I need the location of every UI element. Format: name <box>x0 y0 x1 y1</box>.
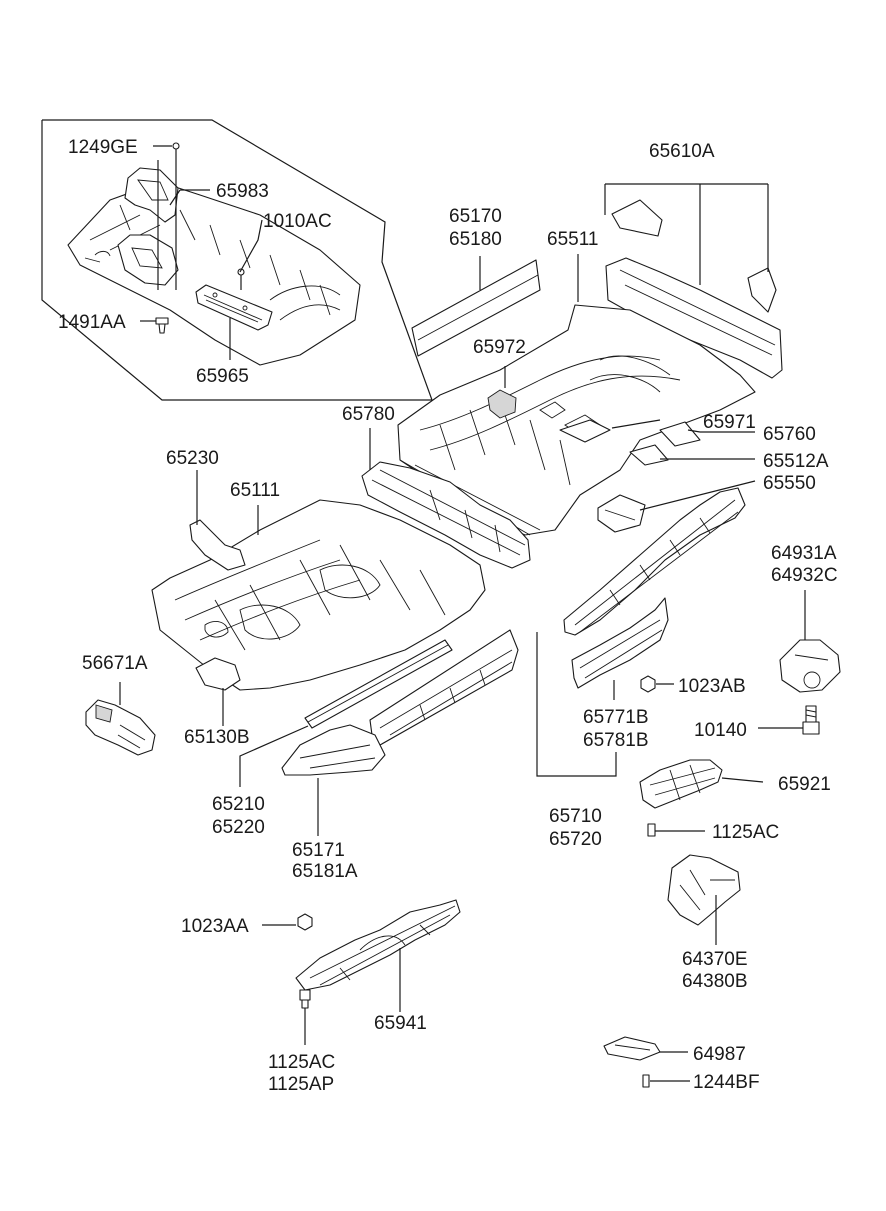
label-65780: 65780 <box>342 404 395 425</box>
bolt-1125AC-bottom-part <box>299 989 311 1009</box>
label-10140: 10140 <box>694 720 747 741</box>
plate-64987-part <box>603 1036 661 1061</box>
bracket-64370E-part <box>667 854 741 926</box>
nut-1023AA-part <box>297 913 313 931</box>
side-sill-65210-part <box>304 639 453 729</box>
label-65771B: 65771B <box>583 707 649 728</box>
member-65771B-part <box>571 597 669 689</box>
plate-65170-part <box>411 259 541 357</box>
label-65181A: 65181A <box>292 861 358 882</box>
bolt-1491AA-part <box>155 317 169 334</box>
label-65965: 65965 <box>196 366 249 387</box>
label-65760: 65760 <box>763 424 816 445</box>
label-65130B: 65130B <box>184 727 250 748</box>
label-65511: 65511 <box>547 229 598 250</box>
label-1491AA: 1491AA <box>58 312 126 333</box>
rear-floor-65511-part <box>397 304 756 536</box>
reinforcement-65130B-part <box>195 657 241 691</box>
member-65550-part <box>597 494 646 533</box>
label-1125AC-bottom: 1125AC <box>268 1052 335 1073</box>
support-65230-part <box>189 519 246 571</box>
bracket-65971-part <box>559 419 611 443</box>
label-65220: 65220 <box>212 817 265 838</box>
label-65171: 65171 <box>292 840 345 861</box>
member-65941-part <box>295 899 461 991</box>
label-1125AP: 1125AP <box>268 1074 334 1095</box>
label-65781B: 65781B <box>583 730 649 751</box>
label-64370E: 64370E <box>682 949 748 970</box>
bracket-64931A-part <box>779 639 841 693</box>
bolt-1244BF-part <box>642 1074 650 1088</box>
floor-panel-65171-part <box>281 724 386 776</box>
bolt-1125AC-right-part <box>647 823 656 837</box>
label-1023AB: 1023AB <box>678 676 746 697</box>
label-56671A: 56671A <box>82 653 148 674</box>
part-labels: 1249GE 65983 1010AC 1491AA 65965 65170 6… <box>58 137 838 1095</box>
label-1249GE: 1249GE <box>68 137 138 158</box>
inset-floor-panel-part <box>67 181 361 366</box>
rear-member-65610A-part <box>605 199 783 379</box>
cross-member-65780-part <box>361 461 531 569</box>
label-64931A: 64931A <box>771 543 837 564</box>
label-1244BF: 1244BF <box>693 1072 760 1093</box>
label-65180: 65180 <box>449 229 502 250</box>
bolt-1249GE-part <box>157 142 180 290</box>
rail-65512A-part <box>629 444 669 466</box>
label-65921: 65921 <box>778 774 831 795</box>
label-65610A: 65610A <box>649 141 715 162</box>
label-1010AC: 1010AC <box>263 211 332 232</box>
label-65972: 65972 <box>473 337 526 358</box>
label-65971: 65971 <box>703 412 756 433</box>
label-1125AC-right: 1125AC <box>712 822 779 843</box>
label-65941: 65941 <box>374 1013 427 1034</box>
label-65512A: 65512A <box>763 451 829 472</box>
nut-1023AB-part <box>640 675 656 693</box>
bracket-65921-part <box>639 759 723 809</box>
label-64932C: 64932C <box>771 565 838 586</box>
label-64380B: 64380B <box>682 971 748 992</box>
label-65230: 65230 <box>166 448 219 469</box>
label-65170: 65170 <box>449 206 502 227</box>
brace-bracket-65983-part <box>117 167 179 286</box>
label-64987: 64987 <box>693 1044 746 1065</box>
leader-lines <box>119 145 806 1082</box>
bolt-10140-part <box>802 705 820 735</box>
label-65210: 65210 <box>212 794 265 815</box>
label-1023AA: 1023AA <box>181 916 249 937</box>
label-65710: 65710 <box>549 806 602 827</box>
label-65983: 65983 <box>216 181 269 202</box>
rail-65760-part <box>659 421 701 447</box>
label-65550: 65550 <box>763 473 816 494</box>
label-65111: 65111 <box>230 480 280 501</box>
member-65710-part <box>563 487 746 636</box>
label-65720: 65720 <box>549 829 602 850</box>
inset-panel <box>41 119 433 401</box>
bracket-56671A-part <box>85 699 156 756</box>
rail-65965-part <box>195 284 273 331</box>
